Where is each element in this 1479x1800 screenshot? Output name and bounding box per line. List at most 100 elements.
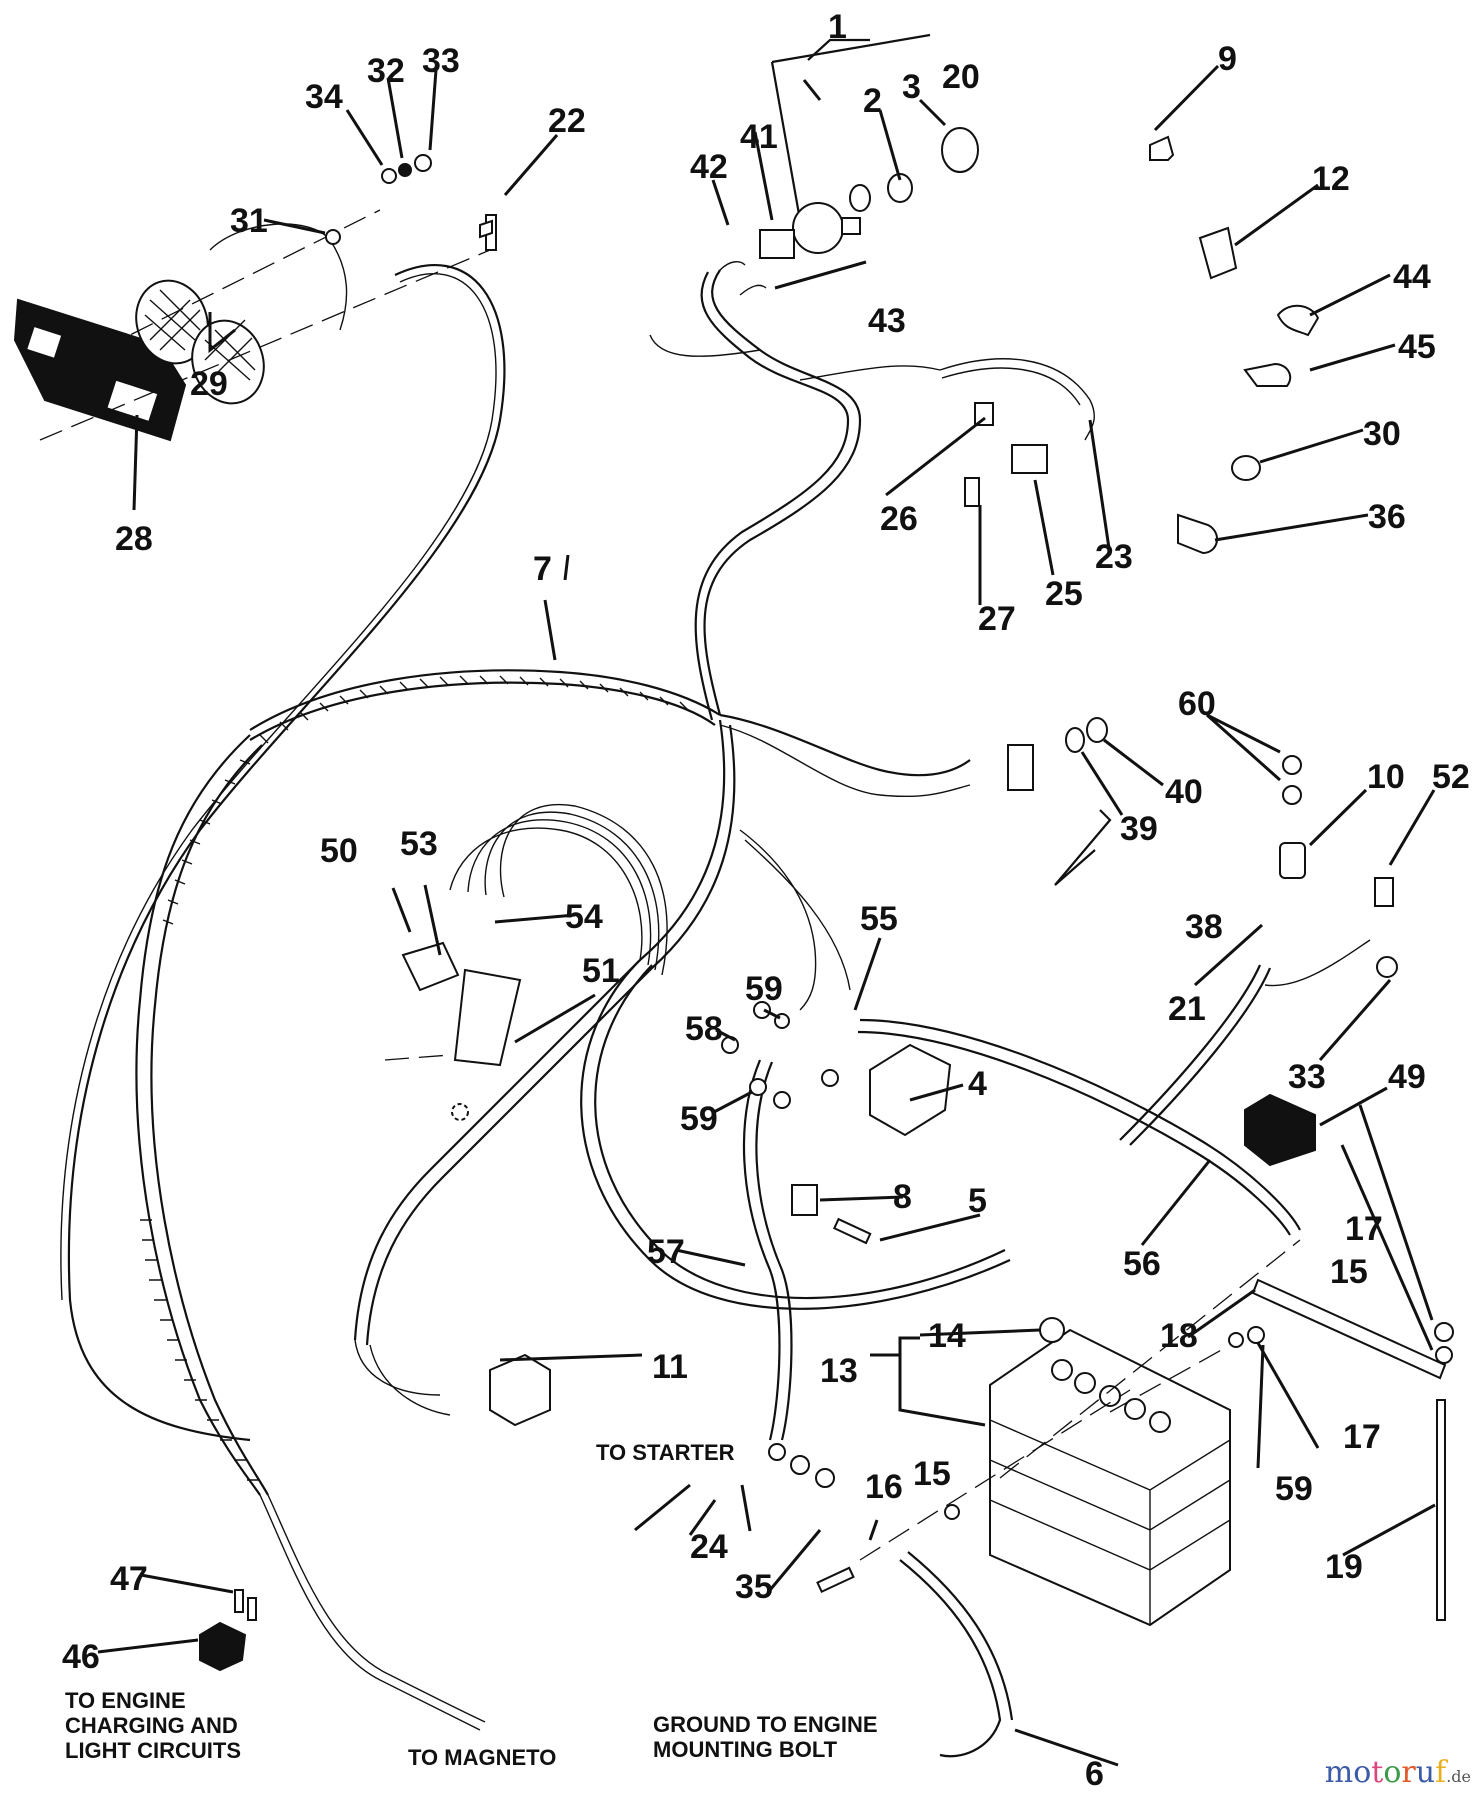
washer-39 bbox=[1065, 727, 1085, 753]
nut-60a bbox=[1282, 755, 1302, 775]
callout-25: 25 bbox=[1045, 575, 1083, 613]
callout-39: 39 bbox=[1120, 810, 1158, 848]
cap-14 bbox=[1039, 1317, 1065, 1343]
callout-6: 6 bbox=[1085, 1755, 1104, 1793]
nut-3 bbox=[887, 173, 913, 203]
callout-50: 50 bbox=[320, 832, 358, 870]
callout-17a: 17 bbox=[1345, 1210, 1383, 1248]
callout-20: 20 bbox=[942, 58, 980, 96]
clip-9 bbox=[1149, 135, 1175, 161]
switch-10 bbox=[1279, 842, 1306, 879]
battery-13 bbox=[989, 1328, 1231, 1627]
hold-down-18 bbox=[1251, 1278, 1447, 1380]
connector-25 bbox=[1011, 444, 1048, 474]
callout-18: 18 bbox=[1160, 1317, 1198, 1355]
watermark-letter: t bbox=[1371, 1755, 1384, 1790]
callout-28: 28 bbox=[115, 520, 153, 558]
watermark-suffix: .de bbox=[1446, 1767, 1471, 1786]
callout-40: 40 bbox=[1165, 773, 1203, 811]
terminal-47 bbox=[234, 1589, 244, 1613]
callout-23: 23 bbox=[1095, 538, 1133, 576]
callout-3: 3 bbox=[902, 68, 921, 106]
nut-58b bbox=[721, 1036, 739, 1054]
nut-17a bbox=[1434, 1322, 1454, 1342]
callout-42: 42 bbox=[690, 148, 728, 186]
callout-59a: 59 bbox=[745, 970, 783, 1008]
nut-33 bbox=[414, 154, 432, 172]
cap-30 bbox=[1231, 455, 1261, 481]
callout-26: 26 bbox=[880, 500, 918, 538]
seat-switch-group bbox=[1007, 717, 1398, 1167]
callout-59b: 59 bbox=[680, 1100, 718, 1138]
solenoid-4 bbox=[869, 1043, 952, 1137]
callout-47: 47 bbox=[110, 1560, 148, 1598]
note-to-engine-line1: TO ENGINE bbox=[65, 1688, 186, 1713]
clip-8 bbox=[791, 1184, 818, 1216]
callout-2: 2 bbox=[863, 82, 882, 120]
terminal-47b bbox=[247, 1597, 257, 1621]
callout-11: 11 bbox=[652, 1348, 688, 1386]
battery-group bbox=[768, 1239, 1454, 1627]
callout-22: 22 bbox=[548, 102, 586, 140]
key-20 bbox=[941, 127, 979, 173]
misc-parts bbox=[199, 1353, 551, 1672]
watermark-letter: m bbox=[1324, 1755, 1354, 1790]
note-to-magneto: TO MAGNETO bbox=[408, 1745, 556, 1770]
nut-33b bbox=[1376, 956, 1398, 978]
diagram-notes: TO STARTER TO ENGINE CHARGING AND LIGHT … bbox=[65, 1440, 878, 1770]
clamp-36 bbox=[1177, 513, 1218, 555]
callout-41: 41 bbox=[740, 118, 778, 156]
washer-24 bbox=[790, 1455, 810, 1475]
callout-17b: 17 bbox=[1343, 1418, 1381, 1456]
watermark-letter: f bbox=[1435, 1755, 1447, 1790]
callout-35: 35 bbox=[735, 1568, 773, 1606]
switch-38 bbox=[1007, 744, 1034, 791]
nut-35 bbox=[815, 1468, 835, 1488]
ignition-switch bbox=[792, 202, 844, 254]
callout-45: 45 bbox=[1398, 328, 1436, 366]
watermark-logo: motoruf.de bbox=[1325, 1755, 1471, 1790]
callout-32: 32 bbox=[367, 52, 405, 90]
callout-51: 51 bbox=[582, 952, 620, 990]
washer-59c bbox=[1228, 1332, 1244, 1348]
washer-59b bbox=[749, 1078, 767, 1096]
callout-30: 30 bbox=[1363, 415, 1401, 453]
callout-46: 46 bbox=[62, 1638, 100, 1676]
callout-10: 10 bbox=[1367, 758, 1405, 796]
callout-33a: 33 bbox=[422, 42, 460, 80]
watermark-letter: o bbox=[1353, 1755, 1372, 1790]
solenoid-group bbox=[721, 1001, 952, 1245]
callout-44: 44 bbox=[1393, 258, 1431, 296]
callout-1: 1 bbox=[828, 8, 847, 46]
light-switch-bracket bbox=[384, 941, 522, 1121]
washer-34 bbox=[381, 168, 397, 184]
note-ground-line2: MOUNTING BOLT bbox=[653, 1737, 838, 1762]
callout-15b: 15 bbox=[913, 1455, 951, 1493]
callout-12: 12 bbox=[1312, 160, 1350, 198]
callout-5: 5 bbox=[968, 1182, 987, 1220]
note-to-engine-line3: LIGHT CIRCUITS bbox=[65, 1738, 241, 1763]
callout-57: 57 bbox=[647, 1233, 685, 1271]
callout-56: 56 bbox=[1123, 1245, 1161, 1283]
callout-9: 9 bbox=[1218, 40, 1237, 78]
callout-19: 19 bbox=[1325, 1548, 1363, 1586]
headlight-assembly bbox=[13, 154, 497, 442]
leader-lines bbox=[97, 64, 1436, 1767]
callout-16: 16 bbox=[865, 1468, 903, 1506]
bracket-51 bbox=[453, 968, 522, 1067]
watermark-letter: o bbox=[1383, 1755, 1402, 1790]
callout-8: 8 bbox=[893, 1178, 912, 1216]
bolt-16 bbox=[816, 1566, 855, 1594]
note-ground-line1: GROUND TO ENGINE bbox=[653, 1712, 878, 1737]
note-to-engine-line2: CHARGING AND bbox=[65, 1713, 238, 1738]
callout-34: 34 bbox=[305, 78, 343, 116]
callout-27: 27 bbox=[978, 600, 1016, 638]
callout-55: 55 bbox=[860, 900, 898, 938]
callout-13: 13 bbox=[820, 1352, 858, 1390]
wiring-harness bbox=[60, 261, 1371, 1758]
callout-60: 60 bbox=[1178, 685, 1216, 723]
callout-52: 52 bbox=[1432, 758, 1470, 796]
callout-24: 24 bbox=[690, 1528, 728, 1566]
watermark-letter: r bbox=[1401, 1755, 1416, 1790]
